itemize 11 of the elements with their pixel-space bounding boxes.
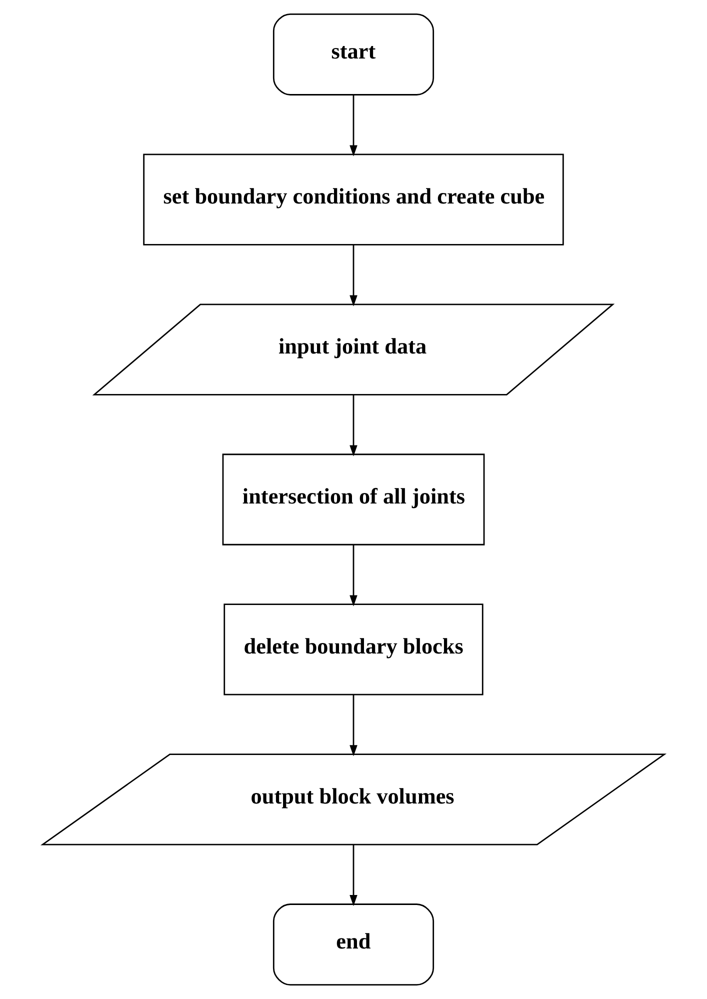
- arrow: [350, 694, 358, 756]
- arrow: [350, 94, 358, 156]
- arrow: [350, 244, 358, 306]
- node-box: delete boundary blocks: [224, 604, 484, 696]
- node-box: intersection of all joints: [222, 454, 485, 546]
- arrow: [350, 844, 358, 906]
- node-box: start: [272, 14, 434, 96]
- node-box: end: [272, 904, 434, 986]
- arrow: [350, 544, 358, 606]
- node-box: set boundary conditions and create cube: [143, 154, 564, 246]
- arrow: [350, 394, 358, 456]
